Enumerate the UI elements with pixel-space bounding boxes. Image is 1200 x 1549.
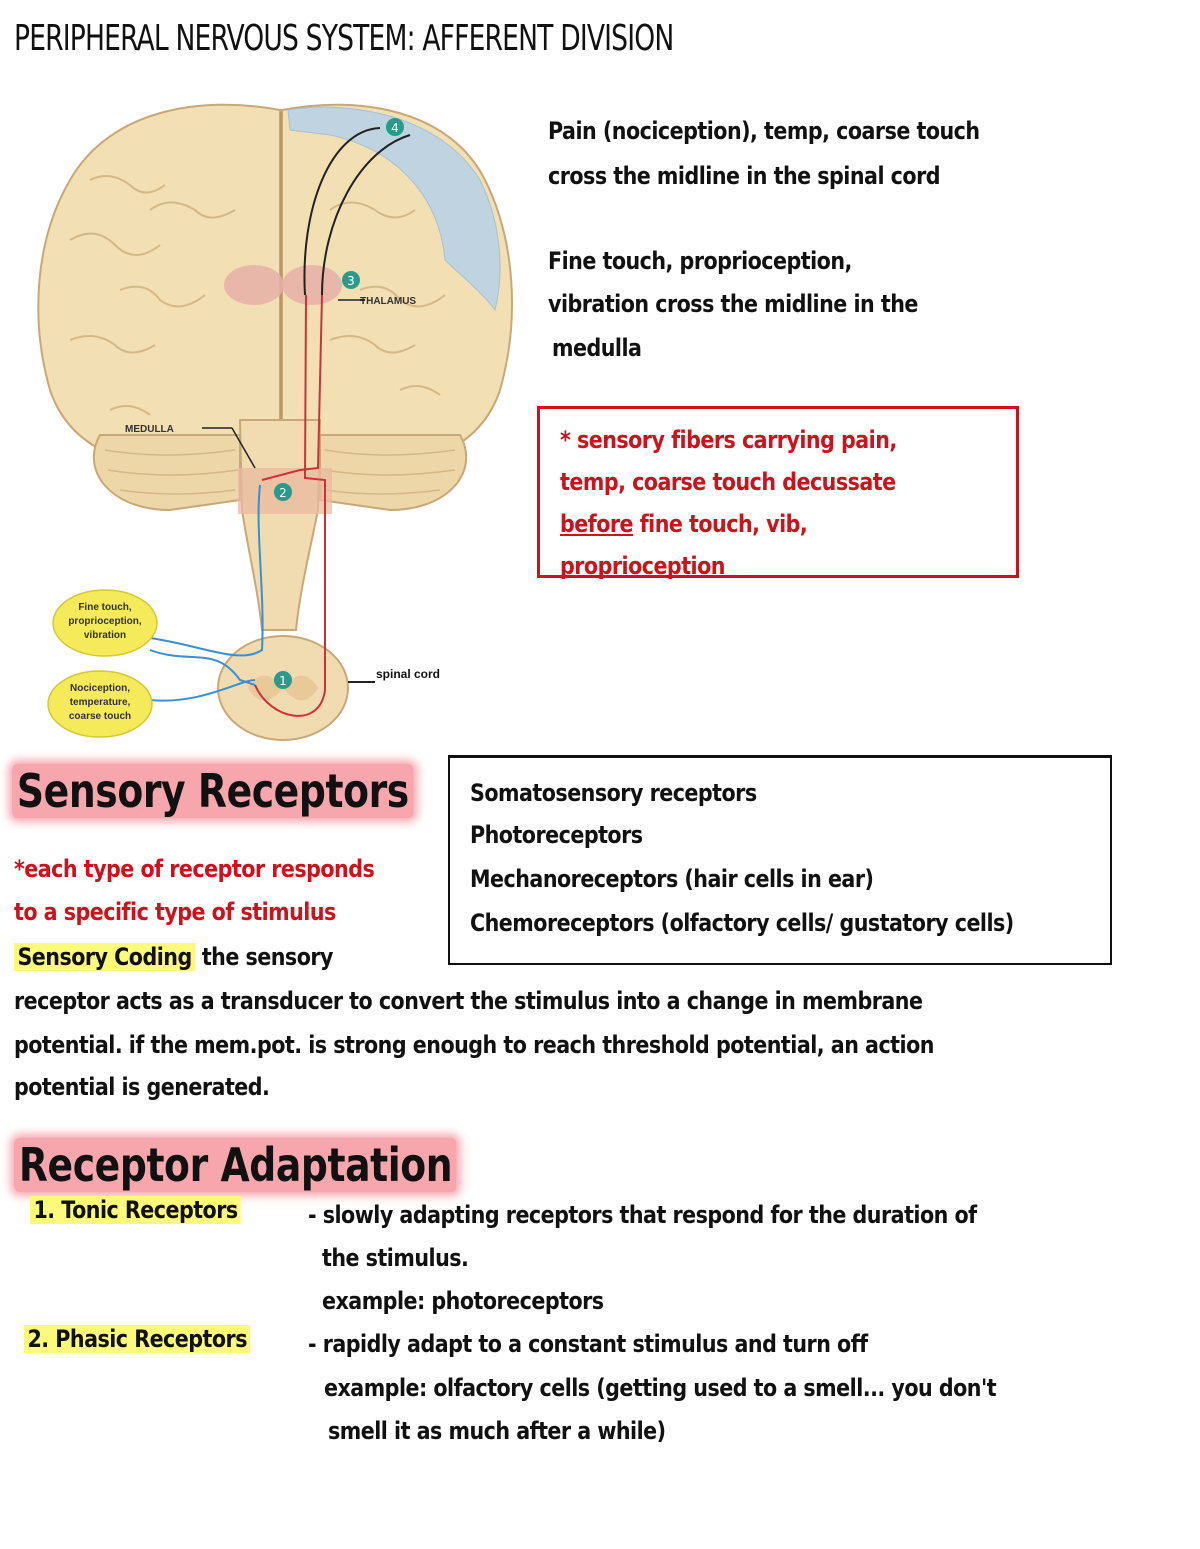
- step-3-label: 3: [347, 274, 355, 288]
- medulla-label: MEDULLA: [125, 424, 174, 435]
- receptor-note-line-2: to a specific type of stimulus: [14, 898, 336, 926]
- callout-before-word: before: [560, 510, 634, 538]
- fine-touch-label-2: proprioception,: [68, 616, 142, 627]
- page-title: PERIPHERAL NERVOUS SYSTEM: AFFERENT DIVI…: [14, 18, 674, 59]
- phasic-line-3: smell it as much after a while): [328, 1417, 666, 1445]
- coding-line-4: potential is generated.: [14, 1073, 270, 1101]
- sensory-coding-label: Sensory Coding: [14, 943, 196, 971]
- coding-line-2: receptor acts as a transducer to convert…: [14, 987, 923, 1015]
- step-4-label: 4: [391, 121, 399, 135]
- fine-note-line-1: Fine touch, proprioception,: [548, 247, 852, 275]
- fine-touch-label-1: Fine touch,: [78, 602, 132, 613]
- tonic-line-2: the stimulus.: [322, 1244, 469, 1272]
- nociception-label-3: coarse touch: [69, 711, 131, 722]
- receptor-note-line-1: *each type of receptor responds: [14, 855, 375, 883]
- tonic-line-1: - slowly adapting receptors that respond…: [308, 1201, 977, 1229]
- decussation-callout: * sensory fibers carrying pain, temp, co…: [537, 406, 1019, 580]
- receptor-type: Mechanoreceptors (hair cells in ear): [470, 865, 874, 893]
- receptor-type: Somatosensory receptors: [470, 779, 757, 807]
- nociception-label-2: temperature,: [70, 697, 131, 708]
- spinal-cord-label: spinal cord: [376, 667, 440, 681]
- brain-illustration: [37, 103, 513, 741]
- fine-note-line-3: medulla: [552, 334, 642, 362]
- fine-touch-label-3: vibration: [84, 630, 126, 641]
- receptor-types-box: Somatosensory receptors Photoreceptors M…: [448, 755, 1112, 965]
- fine-note-line-2: vibration cross the midline in the: [548, 290, 918, 318]
- coding-line-1: Sensory Coding the sensory: [14, 936, 333, 978]
- coding-line-1-rest: the sensory: [195, 943, 334, 971]
- nociception-label-1: Nociception,: [70, 683, 130, 694]
- phasic-line-2: example: olfactory cells (getting used t…: [324, 1374, 997, 1402]
- coding-line-3: potential. if the mem.pot. is strong eno…: [14, 1031, 934, 1059]
- receptor-type: Chemoreceptors (olfactory cells/ gustato…: [470, 909, 1014, 937]
- sensory-receptors-heading: Sensory Receptors: [12, 764, 414, 818]
- step-badges: 1 2 3 4: [274, 118, 404, 689]
- callout-line-3: before fine touch, vib, proprioception: [560, 503, 952, 587]
- phasic-label: 2. Phasic Receptors: [24, 1325, 251, 1353]
- receptor-adaptation-heading: Receptor Adaptation: [14, 1138, 458, 1192]
- receptor-type: Photoreceptors: [470, 821, 643, 849]
- thalamus-label: THALAMUS: [360, 296, 416, 307]
- step-2-label: 2: [279, 486, 287, 500]
- pain-note-line-2: cross the midline in the spinal cord: [548, 162, 941, 190]
- callout-line-3-rest: fine touch, vib, proprioception: [560, 510, 808, 580]
- callout-line-2: temp, coarse touch decussate: [560, 468, 896, 496]
- tonic-line-3: example: photoreceptors: [322, 1287, 604, 1315]
- callout-line-1: * sensory fibers carrying pain,: [560, 426, 897, 454]
- step-1-label: 1: [279, 674, 287, 688]
- afferent-pathway-diagram: 1 2 3 4 THALAMUS MEDULLA spinal cord Fin…: [37, 103, 513, 741]
- pain-note-line-1: Pain (nociception), temp, coarse touch: [548, 117, 980, 145]
- phasic-line-1: - rapidly adapt to a constant stimulus a…: [308, 1330, 868, 1358]
- tonic-label: 1. Tonic Receptors: [30, 1196, 242, 1224]
